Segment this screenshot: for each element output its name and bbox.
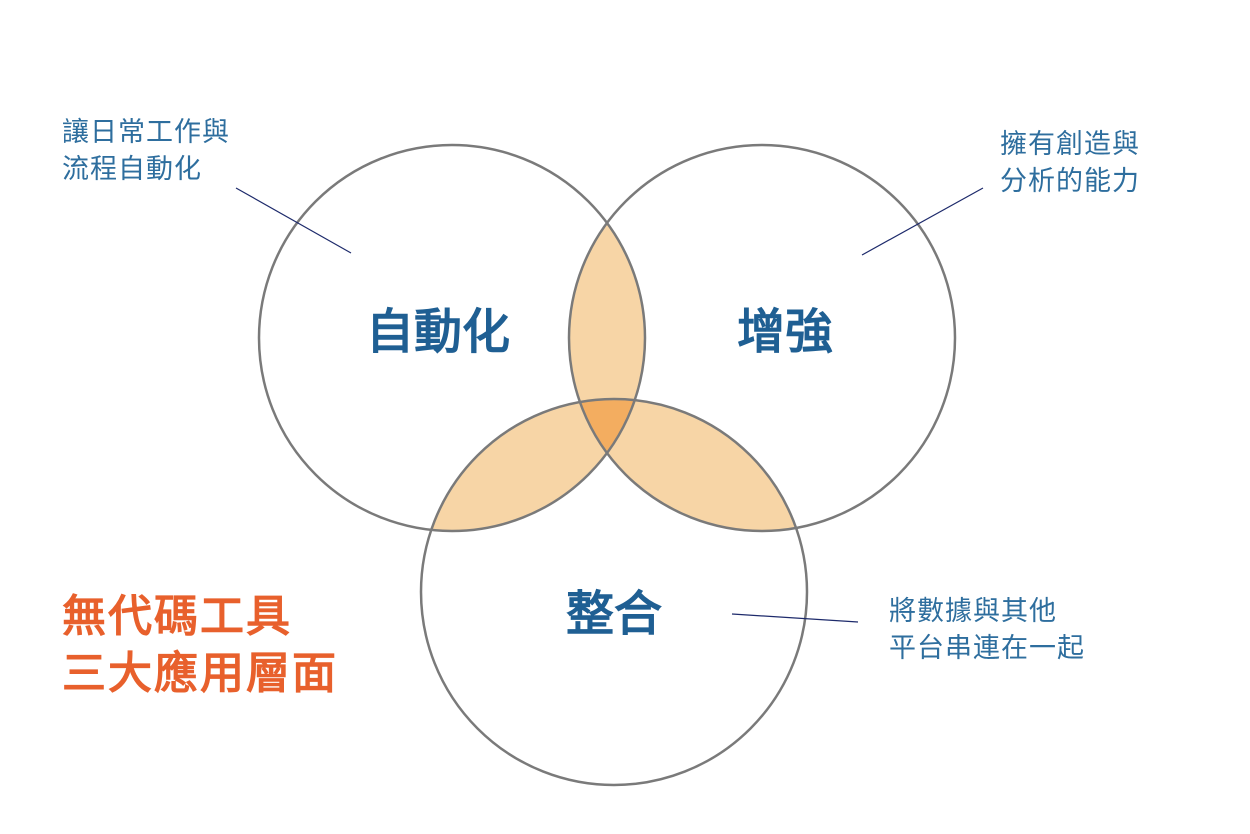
circle-integration <box>419 397 809 787</box>
headline: 無代碼工具 三大應用層面 <box>62 588 338 702</box>
leader-line-augment <box>861 187 984 256</box>
circle-automation <box>257 143 647 533</box>
annotation-automation-line1: 讓日常工作與 <box>62 117 230 148</box>
annotation-automation: 讓日常工作與 流程自動化 <box>62 114 230 188</box>
circle-label-augment: 增強 <box>737 304 833 360</box>
circle-label-integration: 整合 <box>566 586 662 642</box>
headline-line2: 三大應用層面 <box>62 648 338 699</box>
headline-line1: 無代碼工具 <box>62 591 292 642</box>
leader-line-integration <box>731 613 859 623</box>
annotation-integration: 將數據與其他 平台串連在一起 <box>889 593 1085 667</box>
annotation-integration-line2: 平台串連在一起 <box>889 633 1085 664</box>
circle-augment <box>567 143 957 533</box>
annotation-integration-line1: 將數據與其他 <box>889 596 1057 627</box>
annotation-augment-line2: 分析的能力 <box>1000 166 1140 197</box>
circle-label-automation: 自動化 <box>366 304 510 360</box>
annotation-augment-line1: 擁有創造與 <box>1000 129 1140 160</box>
overlap-augment-integration <box>569 399 807 531</box>
annotation-augment: 擁有創造與 分析的能力 <box>1000 126 1140 200</box>
leader-line-automation <box>235 187 352 254</box>
annotation-automation-line2: 流程自動化 <box>62 154 202 185</box>
overlap-automation-integration <box>421 399 645 531</box>
